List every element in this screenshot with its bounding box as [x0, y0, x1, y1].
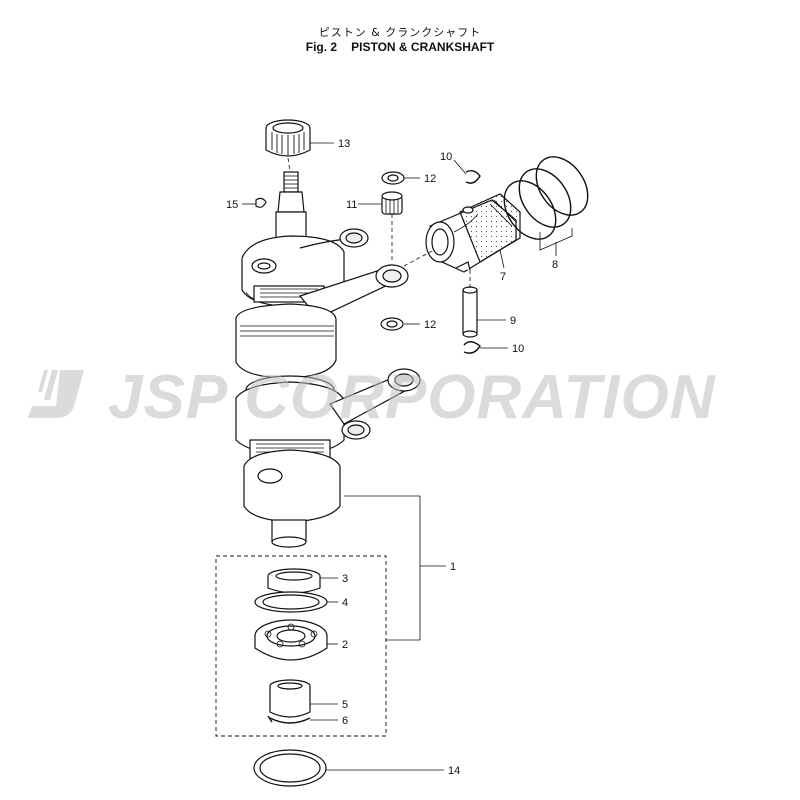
circlip-part-10-bottom	[463, 341, 481, 354]
race-part-3	[267, 568, 321, 594]
bearing-part-5	[269, 679, 311, 718]
figure-title: PISTON & CRANKSHAFT	[351, 40, 495, 54]
piston-part-7	[425, 193, 521, 273]
key-part-15	[255, 197, 267, 208]
callout-13: 13	[338, 138, 350, 150]
ring-part-4	[254, 591, 328, 613]
clip-part-6	[267, 715, 311, 724]
callout-1: 1	[450, 561, 456, 573]
washer-part-12-bottom	[380, 317, 404, 331]
callout-4: 4	[342, 597, 348, 609]
callout-15: 15	[226, 199, 238, 211]
callout-5: 5	[342, 699, 348, 711]
callout-12-top: 12	[424, 173, 436, 185]
circlip-part-10-top	[465, 169, 481, 184]
title-japanese: ピストン & クランクシャフト	[318, 26, 482, 39]
piston-pin-part-9	[462, 286, 478, 338]
assembly-guide-lines	[287, 157, 471, 288]
callout-8: 8	[552, 259, 558, 271]
ball-bearing-part-2	[254, 619, 328, 661]
leader-lines	[242, 142, 573, 771]
callout-labels: 13 12 10 15 11 7 8 12 9 10 1 3 4 2 5 6 1…	[226, 138, 558, 777]
callout-3: 3	[342, 573, 348, 585]
piston-rings-part-8	[503, 156, 589, 240]
callout-11: 11	[346, 199, 357, 211]
crankshaft	[235, 171, 421, 548]
callout-7: 7	[500, 271, 506, 283]
callout-2: 2	[342, 639, 348, 651]
seal-ring-part-14	[253, 749, 327, 787]
callout-12-bottom: 12	[424, 319, 436, 331]
bearing-group-box	[215, 555, 387, 737]
top-bearing-part-13	[265, 119, 311, 157]
callout-9: 9	[510, 315, 516, 327]
washer-part-12-top	[381, 171, 405, 185]
small-end-bearing-part-11	[381, 191, 403, 215]
figure-label: Fig. 2	[305, 40, 338, 54]
callout-10-bottom: 10	[512, 343, 524, 355]
callout-14: 14	[448, 765, 460, 777]
callout-6: 6	[342, 715, 348, 727]
title-english: Fig. 2 PISTON & CRANKSHAFT	[0, 40, 800, 54]
callout-10-top: 10	[440, 151, 452, 163]
